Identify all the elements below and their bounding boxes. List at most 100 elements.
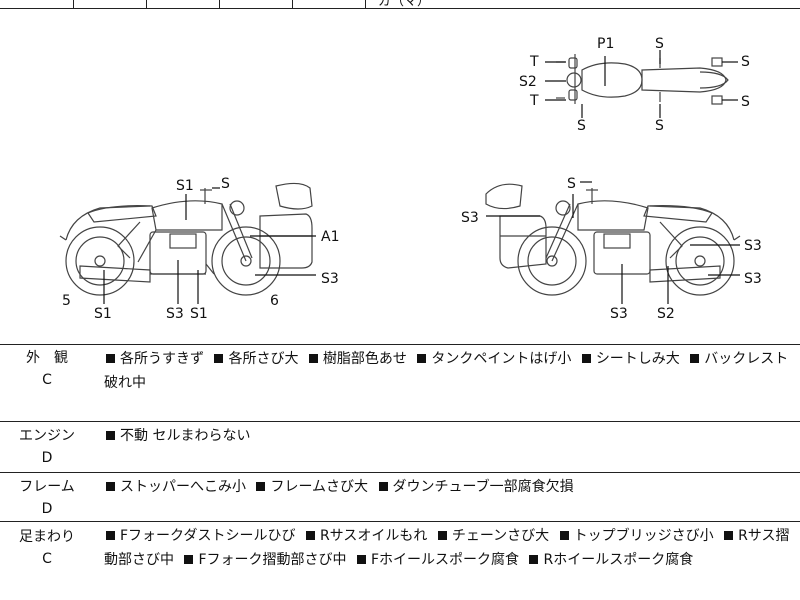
- bullet-square: [356, 555, 366, 564]
- top-label: S: [655, 118, 664, 134]
- item-text: タンクペイントはげ小: [431, 351, 572, 367]
- section-title: フレーム: [19, 479, 75, 495]
- item-text: Fフォークダストシールひび: [120, 528, 296, 544]
- section-grade: D: [41, 501, 53, 517]
- top-label: S2: [519, 74, 537, 90]
- item-text: ストッパーへこみ小: [120, 479, 246, 495]
- top-view-motorcycle: [556, 54, 729, 105]
- section-items: 不動 セルまわらない: [104, 424, 794, 448]
- section-label: エンジン D: [0, 425, 94, 469]
- bullet-square: [308, 354, 318, 363]
- cell-divider: [219, 0, 220, 8]
- right-label: S: [567, 176, 576, 192]
- item-text: 各所さび大: [228, 351, 299, 367]
- bullet-square: [305, 531, 315, 540]
- bullet-square: [106, 431, 115, 440]
- section-engine: エンジン D 不動 セルまわらない: [0, 422, 800, 472]
- bullet-square: [559, 531, 569, 540]
- item-text: チェーンさび大: [451, 528, 550, 544]
- left-side-leaders: [103, 187, 316, 304]
- item-text: 不動 セルまわらない: [120, 428, 251, 444]
- right-side-motorcycle: [485, 183, 741, 296]
- left-label: 6: [270, 293, 279, 309]
- cell-divider: [292, 0, 293, 8]
- right-side-label-group: S S3 S3 S3 S3 S2: [461, 176, 762, 322]
- section-frame: フレーム D ストッパーへこみ小 フレームさび大 ダウンチューブ一部腐食欠損: [0, 473, 800, 521]
- section-grade: C: [42, 372, 52, 388]
- right-label: S3: [610, 306, 628, 322]
- item-text: フレームさび大: [270, 479, 369, 495]
- bullet-square: [256, 482, 266, 491]
- cell-divider: [365, 0, 366, 8]
- item-text: シートしみ大: [595, 351, 680, 367]
- section-items: Fフォークダストシールひび Rサスオイルもれ チェーンさび大 トップブリッジさび…: [104, 524, 794, 572]
- top-view-label-group: P1 S T S2 T S S S S: [519, 36, 750, 134]
- left-label: S1: [94, 306, 112, 322]
- section-grade: D: [41, 450, 53, 466]
- bullet-square: [529, 555, 539, 564]
- top-label: S: [655, 36, 664, 52]
- left-label: S1: [176, 178, 194, 194]
- section-label: 足まわり C: [0, 526, 94, 570]
- bullet-square: [106, 531, 115, 540]
- cell-divider: [146, 0, 147, 8]
- left-label: S3: [321, 271, 339, 287]
- section-label: フレーム D: [0, 476, 94, 520]
- top-view-leaders: [545, 50, 738, 118]
- top-label: P1: [597, 36, 614, 52]
- left-label: A1: [321, 229, 339, 245]
- top-label: T: [529, 54, 539, 70]
- section-exterior: 外 観 C 各所うすきず 各所さび大 樹脂部色あせ タンクペイントはげ小 シート…: [0, 345, 800, 421]
- left-side-label-group: S1 S A1 S3 5 S1 S3 S1 6: [62, 176, 339, 322]
- top-label: S: [741, 54, 750, 70]
- bullet-square: [437, 531, 447, 540]
- section-title: 足まわり: [19, 529, 75, 545]
- divider: [0, 8, 800, 9]
- item-text: 樹脂部色あせ: [322, 351, 407, 367]
- left-label: S3: [166, 306, 184, 322]
- item-text: 各所うすきず: [120, 351, 204, 367]
- right-label: S3: [744, 238, 762, 254]
- top-label: S: [577, 118, 586, 134]
- item-text: Rホイールスポーク腐食: [543, 552, 694, 568]
- bullet-square: [724, 531, 734, 540]
- bullet-square: [106, 354, 115, 363]
- left-side-motorcycle: [59, 182, 313, 296]
- right-side-leaders: [486, 181, 740, 304]
- divider: [0, 344, 800, 345]
- top-table-row: ガ（マ）: [0, 0, 800, 9]
- top-label: S: [741, 94, 750, 110]
- cell-divider: [73, 0, 74, 8]
- item-text: ダウンチューブ一部腐食欠損: [392, 479, 574, 495]
- motorcycle-diagram: P1 S T S2 T S S S S: [59, 36, 762, 322]
- left-label: S1: [190, 306, 208, 322]
- section-items: 各所うすきず 各所さび大 樹脂部色あせ タンクペイントはげ小 シートしみ大 バッ…: [104, 347, 794, 395]
- bullet-square: [417, 354, 427, 363]
- right-label: S2: [657, 306, 675, 322]
- item-text: トップブリッジさび小: [573, 528, 714, 544]
- item-text: Fフォーク摺動部さび中: [198, 552, 347, 568]
- section-label: 外 観 C: [0, 347, 94, 391]
- divider: [0, 421, 800, 422]
- right-label: S3: [461, 210, 479, 226]
- section-suspension: 足まわり C Fフォークダストシールひび Rサスオイルもれ チェーンさび大 トッ…: [0, 522, 800, 600]
- section-title: エンジン: [19, 428, 75, 444]
- bullet-square: [690, 354, 700, 363]
- section-items: ストッパーへこみ小 フレームさび大 ダウンチューブ一部腐食欠損: [104, 475, 794, 499]
- damage-diagram: P1 S T S2 T S S S S: [0, 8, 800, 344]
- right-label: S3: [744, 271, 762, 287]
- section-title: 外 観: [26, 350, 68, 366]
- left-label: S: [221, 176, 230, 192]
- item-text: Rサスオイルもれ: [319, 528, 428, 544]
- item-text: Rサス摺動部さび中: [104, 528, 790, 568]
- item-text: バックレスト破れ中: [104, 351, 789, 391]
- bullet-square: [106, 482, 115, 491]
- bullet-square: [378, 482, 388, 491]
- section-grade: C: [42, 551, 52, 567]
- top-label: T: [529, 93, 539, 109]
- left-label: 5: [62, 293, 71, 309]
- top-note: ガ（マ）: [378, 0, 431, 9]
- divider: [0, 472, 800, 473]
- bullet-square: [581, 354, 591, 363]
